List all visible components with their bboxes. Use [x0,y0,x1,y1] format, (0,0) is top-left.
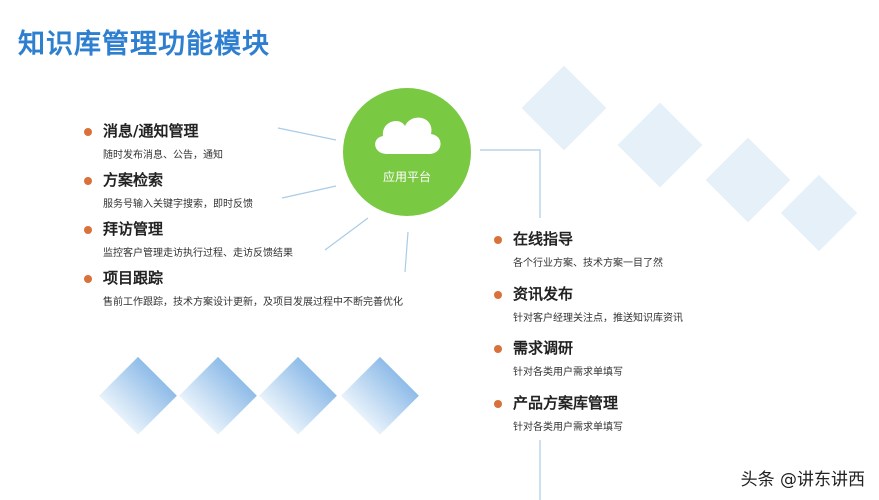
light-diamond [780,174,858,252]
light-diamond [705,137,791,223]
light-diamond [521,65,607,151]
connector-line [281,185,337,199]
item-description: 各个行业方案、技术方案一目了然 [513,258,663,269]
item-title: 在线指导 [513,230,574,248]
item-title: 方案检索 [103,171,164,189]
bullet-dot [84,275,92,283]
cloud-icon [375,117,441,154]
item-description: 针对客户经理关注点，推送知识库资讯 [513,313,683,324]
blue-diamond [341,356,419,435]
item-title: 资讯发布 [513,285,574,303]
hub-circle: 应用平台 [343,88,471,216]
bullet-dot [494,345,502,353]
item-description: 针对各类用户需求单填写 [513,422,623,433]
item-title: 产品方案库管理 [513,394,619,412]
connector-line [277,127,337,141]
bullet-dot [84,226,92,234]
connector-line [480,149,541,218]
item-title: 拜访管理 [103,220,164,238]
bullet-dot [84,128,92,136]
item-description: 服务号输入关键字搜索，即时反馈 [103,199,253,210]
blue-diamond [259,356,337,435]
connector-line [324,217,369,251]
watermark: 头条 @讲东讲西 [740,470,865,490]
blue-diamond-row [99,356,419,435]
light-diamond [617,102,703,188]
connector-lines [277,127,541,500]
item-description: 售前工作跟踪，技术方案设计更新，及项目发展过程中不断完善优化 [103,297,403,308]
item-title: 项目跟踪 [103,269,164,287]
item-title: 消息/通知管理 [103,122,199,140]
item-description: 随时发布消息、公告，通知 [103,150,223,161]
bullet-dot [494,400,502,408]
item-description: 针对各类用户需求单填写 [513,367,623,378]
blue-diamond [179,356,257,435]
hub-label: 应用平台 [382,170,431,184]
bullet-dot [494,291,502,299]
page-title: 知识库管理功能模块 [18,29,270,60]
item-title: 需求调研 [513,339,574,357]
connector-line [404,231,409,273]
bullet-dot [494,236,502,244]
item-description: 监控客户管理走访执行过程、走访反馈结果 [103,248,293,259]
bullet-dot [84,177,92,185]
blue-diamond [99,356,177,435]
light-diamond-pattern [521,65,858,252]
